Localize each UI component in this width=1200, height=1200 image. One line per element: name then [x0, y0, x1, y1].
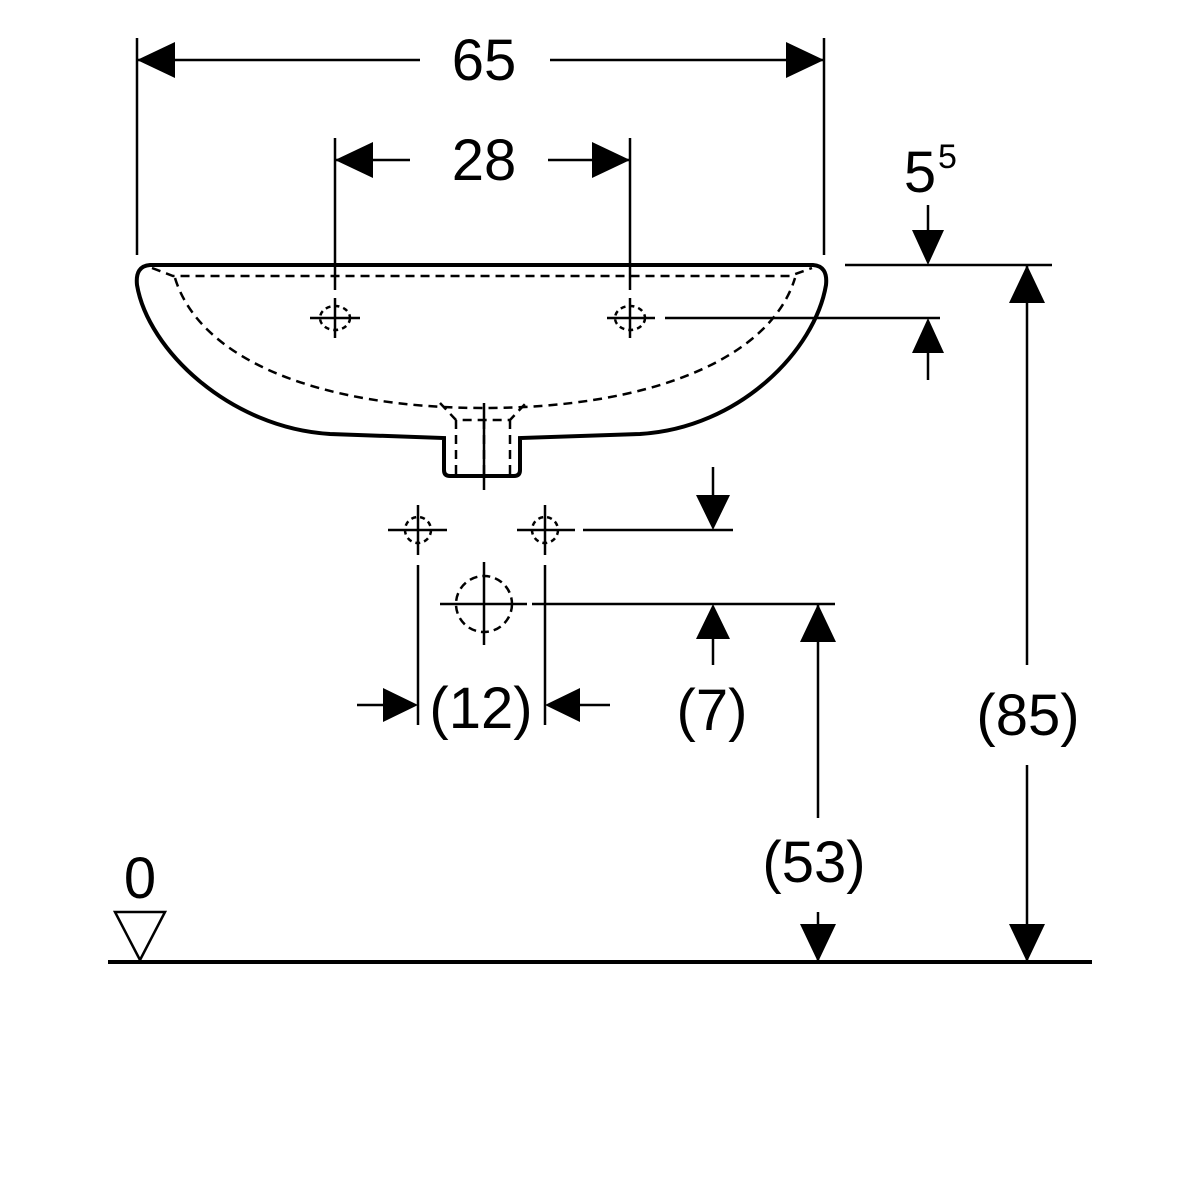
level-triangle-icon: [112, 910, 168, 963]
dimension-label-5: 5: [904, 140, 936, 205]
dimension-label-53: (53): [762, 830, 865, 895]
dimension-tap-hole-spacing: 28: [333, 128, 632, 290]
floor-level-label: 0: [124, 846, 156, 911]
dimension-label-85: (85): [976, 683, 1079, 748]
dimension-waste-height: (53): [762, 604, 866, 962]
supply-hole-right: [517, 505, 575, 555]
tap-hole-right: [607, 298, 655, 338]
floor-level: 0: [108, 846, 1092, 964]
dimension-label-12: (12): [429, 676, 532, 741]
dimension-label-65: 65: [452, 28, 517, 93]
washbasin-outline: [134, 263, 829, 490]
tap-hole-left: [310, 298, 360, 338]
dimension-label-5-superscript: 5: [938, 138, 957, 176]
dimension-rim-height: (85): [976, 265, 1080, 962]
supply-hole-left: [388, 505, 447, 555]
dimension-overall-width: 65: [135, 28, 826, 255]
dimension-supply-spacing: (12): [357, 565, 610, 741]
dimension-label-7: (7): [677, 678, 748, 743]
waste-outlet: [440, 562, 527, 645]
dimension-rim-to-tap-hole: 5 5: [665, 138, 1052, 380]
dimension-label-28: 28: [452, 128, 517, 193]
dimension-supply-above-waste: (7): [532, 467, 835, 743]
